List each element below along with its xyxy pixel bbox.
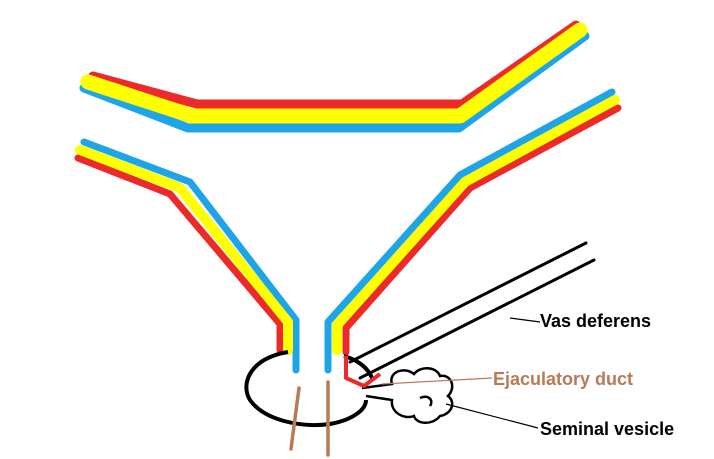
- label-vas-deferens: Vas deferens: [540, 311, 652, 331]
- leader-lines: [381, 317, 541, 429]
- right-band: [324, 88, 622, 374]
- vas-deferens-line-lower: [358, 258, 596, 380]
- left-band-red: [74, 154, 284, 354]
- top-band-blue: [79, 31, 590, 133]
- top-band-yellow: [80, 22, 588, 124]
- vas-deferens-lines: [348, 241, 596, 380]
- top-band: [79, 20, 590, 133]
- ejaculatory-duct-red: [344, 356, 382, 388]
- seminal-vesicle-outline: [361, 367, 454, 424]
- seminal-vesicle: [361, 367, 454, 424]
- leader-vas-deferens: [509, 317, 541, 323]
- prostate-outline: [244, 350, 374, 427]
- brown-duct-left: [289, 386, 301, 451]
- leader-ejaculatory-duct: [381, 377, 493, 385]
- prostate-ring-left: [244, 350, 368, 427]
- brown-ducts: [289, 380, 330, 457]
- label-seminal-vesicle: Seminal vesicle: [540, 419, 675, 439]
- seminal-vesicle-fold: [419, 395, 433, 407]
- right-band-yellow: [332, 95, 620, 355]
- left-band-blue: [80, 138, 300, 374]
- left-band-yellow: [75, 145, 293, 355]
- label-ejaculatory-duct: Ejaculatory duct: [493, 369, 634, 389]
- left-band: [74, 138, 300, 374]
- right-band-red: [342, 104, 622, 356]
- vas-deferens-line-upper: [348, 241, 588, 364]
- right-band-blue: [324, 88, 616, 374]
- leader-seminal-vesicle: [445, 403, 539, 429]
